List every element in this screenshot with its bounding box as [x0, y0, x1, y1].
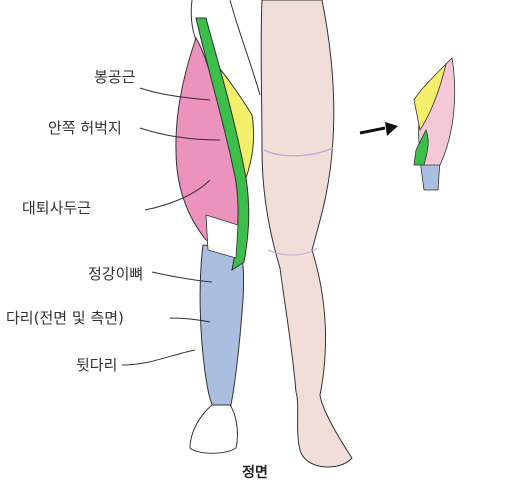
label-back-leg: 뒷다리 — [76, 356, 118, 374]
right-arrow-icon — [359, 122, 398, 136]
label-leg-front-side: 다리(전면 및 측면) — [6, 309, 124, 327]
label-inner-thigh: 안쪽 허벅지 — [48, 119, 122, 137]
leader-quadriceps — [144, 179, 211, 211]
lower-leg-blue-region — [199, 244, 245, 411]
leader-lines — [121, 87, 221, 366]
sartorius-green-band — [195, 17, 250, 272]
side-view-thumbnail — [413, 57, 456, 191]
leader-back-leg — [121, 349, 196, 366]
label-patellar-ligament: 정강이뼈 — [88, 265, 144, 283]
right-leg — [260, 0, 353, 468]
leader-leg-front — [169, 317, 211, 323]
right-knee-line — [267, 247, 319, 256]
label-quadriceps: 대퇴사두근 — [22, 199, 92, 217]
right-leg-silhouette — [260, 0, 353, 468]
knee-white-area — [205, 214, 239, 259]
right-thigh-band — [263, 147, 334, 157]
label-sartorius: 봉공근 — [94, 68, 136, 86]
side-view-yellow — [413, 62, 447, 132]
hip-outline — [190, 0, 261, 96]
left-leg — [175, 0, 261, 454]
side-view-green — [413, 129, 429, 166]
leader-sartorius — [139, 87, 211, 101]
leader-inner-thigh — [139, 127, 221, 141]
left-foot — [189, 404, 238, 454]
figure-caption: 정면 — [242, 465, 268, 481]
leader-patellar — [151, 271, 213, 283]
